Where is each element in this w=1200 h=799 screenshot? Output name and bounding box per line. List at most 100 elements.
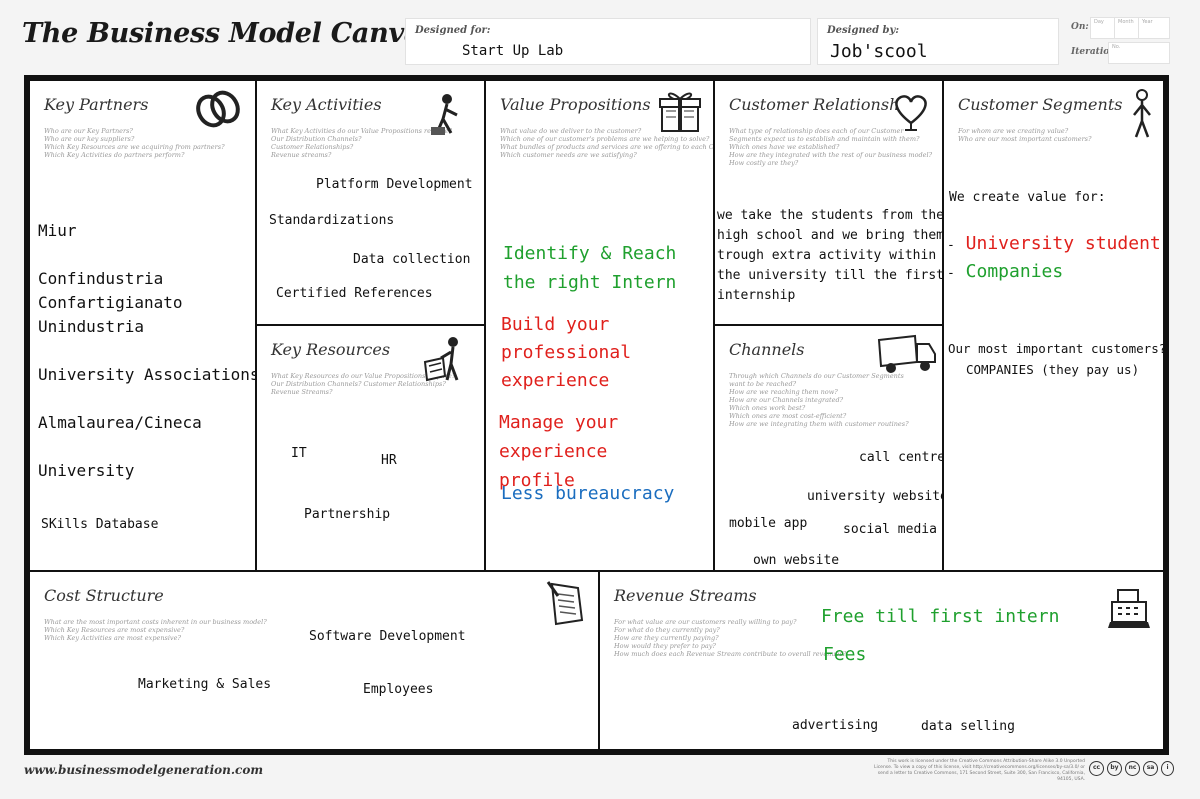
- guide-line: Revenue Streams?: [271, 388, 333, 396]
- year-label: Year: [1142, 19, 1153, 25]
- guide-line: Which Key Resources are most expensive?: [44, 626, 185, 634]
- guide-line: Which one of our customer's problems are…: [500, 135, 710, 143]
- guide-line: What bundles of products and services ar…: [500, 143, 776, 151]
- guide-line: Which ones have we established?: [729, 143, 840, 151]
- partner-note: Confartigianato: [38, 293, 183, 312]
- value-propositions-guide: What value do we deliver to the customer…: [500, 127, 776, 159]
- key-partners-guide: Who are our Key Partners? Who are our ke…: [44, 127, 225, 159]
- designed-by-field[interactable]: Designed by: Job'scool: [817, 18, 1059, 65]
- channels-title: Channels: [729, 340, 805, 359]
- on-label: On:: [1071, 22, 1089, 32]
- iteration-field[interactable]: No.: [1108, 42, 1170, 64]
- license-text: This work is licensed under the Creative…: [873, 759, 1085, 782]
- revenue-note: advertising: [792, 718, 879, 733]
- guide-line: Which customer needs are we satisfying?: [500, 151, 637, 159]
- worker-icon: [431, 94, 458, 135]
- partner-note: University Associations: [38, 365, 260, 384]
- guide-line: Who are our key suppliers?: [44, 135, 135, 143]
- footer-url-link[interactable]: www.businessmodelgeneration.com: [24, 763, 264, 777]
- month-field[interactable]: Month: [1114, 17, 1140, 39]
- heart-icon: [895, 95, 927, 131]
- value-proposition-note: Identify & Reach the right Intern: [503, 243, 677, 293]
- guide-line: How costly are they?: [729, 159, 799, 167]
- designed-for-label: Designed for:: [415, 25, 491, 36]
- day-field[interactable]: Day: [1090, 17, 1116, 39]
- revenue-note: data selling: [921, 719, 1015, 734]
- key-resources-title: Key Resources: [271, 340, 391, 359]
- cost-structure-guide: What are the most important costs inhere…: [44, 618, 558, 642]
- guide-line: want to be reached?: [729, 380, 797, 388]
- day-label: Day: [1094, 19, 1104, 25]
- business-model-canvas: Key Partners Who are our Key Partners? W…: [24, 75, 1169, 755]
- segments-answer: COMPANIES (they pay us): [966, 362, 1140, 377]
- iteration-label: Iteration:: [1071, 47, 1120, 57]
- guide-line: How are we reaching them now?: [729, 388, 838, 396]
- person-icon: [1133, 89, 1151, 138]
- channel-note: social media: [843, 522, 937, 537]
- guide-line: How are they integrated with the rest of…: [729, 151, 933, 159]
- truck-icon: [877, 334, 936, 373]
- segment-item: - Companies: [947, 261, 1063, 282]
- key-resources-block[interactable]: Key Resources What Key Resources do our …: [255, 324, 486, 572]
- guide-line: Customer Relationships?: [271, 143, 354, 151]
- partner-note: SKills Database: [41, 517, 159, 532]
- guide-line: How are they currently paying?: [614, 634, 719, 642]
- guide-line: What type of relationship does each of o…: [729, 127, 904, 135]
- share-alike-icon: sa: [1143, 761, 1158, 776]
- noncommercial-icon: nc: [1125, 761, 1140, 776]
- guide-line: Which ones are most cost-efficient?: [729, 412, 847, 420]
- customer-relationships-block[interactable]: Customer Relationships What type of rela…: [713, 79, 944, 326]
- year-field[interactable]: Year: [1138, 17, 1170, 39]
- price-tag-icon: [546, 581, 584, 626]
- revenue-streams-block[interactable]: Revenue Streams For what value are our c…: [598, 570, 1165, 751]
- value-propositions-title: Value Propositions: [500, 95, 651, 114]
- partner-note: Confindustria: [38, 269, 164, 288]
- key-resources-guide: What Key Resources do our Value Proposit…: [271, 372, 455, 396]
- key-partners-block[interactable]: Key Partners Who are our Key Partners? W…: [28, 79, 260, 572]
- relationship-note: we take the students from the high schoo…: [717, 208, 944, 303]
- revenue-note: Fees: [823, 644, 867, 665]
- designed-for-value: Start Up Lab: [462, 43, 564, 59]
- partner-note: Almalaurea/Cineca: [38, 413, 202, 432]
- value-propositions-block[interactable]: Value Propositions What value do we deli…: [484, 79, 776, 572]
- customer-segments-block[interactable]: Customer Segments For whom are we creati…: [942, 79, 1166, 572]
- segment-bullet: -: [947, 238, 955, 253]
- segment-bullet: -: [947, 266, 955, 281]
- info-icon: i: [1161, 761, 1174, 776]
- revenue-streams-guide: For what value are our customers really …: [614, 618, 1123, 658]
- designed-for-field[interactable]: Designed for: Start Up Lab: [405, 18, 811, 65]
- forklift-worker-icon: [423, 337, 459, 382]
- guide-line: Our Distribution Channels?: [271, 135, 362, 143]
- resource-note: IT: [291, 446, 307, 461]
- attribution-icon: by: [1107, 761, 1122, 776]
- customer-relationships-guide: What type of relationship does each of o…: [729, 127, 933, 167]
- guide-line: How are we integrating them with custome…: [729, 420, 909, 428]
- guide-line: How much does each Revenue Stream contri…: [614, 650, 847, 658]
- creative-commons-icon: cc: [1089, 761, 1104, 776]
- key-activities-block[interactable]: Key Activities What Key Activities do ou…: [255, 79, 486, 326]
- customer-segments-guide: For whom are we creating value? Who are …: [958, 127, 1123, 143]
- guide-line: Which Key Resources are we acquiring fro…: [44, 143, 225, 151]
- segment-text: Companies: [965, 261, 1064, 282]
- activity-note: Platform Development: [316, 177, 473, 192]
- value-proposition-note: Manage your experience profile: [499, 412, 619, 491]
- guide-line: Through which Channels do our Customer S…: [729, 372, 904, 380]
- revenue-note: Free till first intern: [821, 606, 1060, 627]
- guide-line: Which ones work best?: [729, 404, 806, 412]
- cost-structure-block[interactable]: Cost Structure What are the most importa…: [28, 570, 600, 751]
- guide-line: Which Key Activities are most expensive?: [44, 634, 181, 642]
- segments-intro: We create value for:: [949, 190, 1106, 205]
- customer-relationships-title: Customer Relationships: [729, 95, 923, 114]
- activity-note: Standardizations: [269, 213, 395, 228]
- key-activities-guide: What Key Activities do our Value Proposi…: [271, 127, 452, 159]
- key-partners-title: Key Partners: [44, 95, 149, 114]
- guide-line: What are the most important costs inhere…: [44, 618, 267, 626]
- channel-note: call centre: [859, 450, 946, 465]
- value-proposition-note: Less bureaucracy: [501, 483, 675, 504]
- resource-note: Partnership: [304, 507, 391, 522]
- channels-block[interactable]: Channels Through which Channels do our C…: [713, 324, 948, 572]
- segment-text: University student: [965, 233, 1161, 254]
- guide-line: For whom are we creating value?: [958, 127, 1069, 135]
- page-title: The Business Model Canvas: [22, 18, 436, 49]
- customer-segments-title: Customer Segments: [958, 95, 1123, 114]
